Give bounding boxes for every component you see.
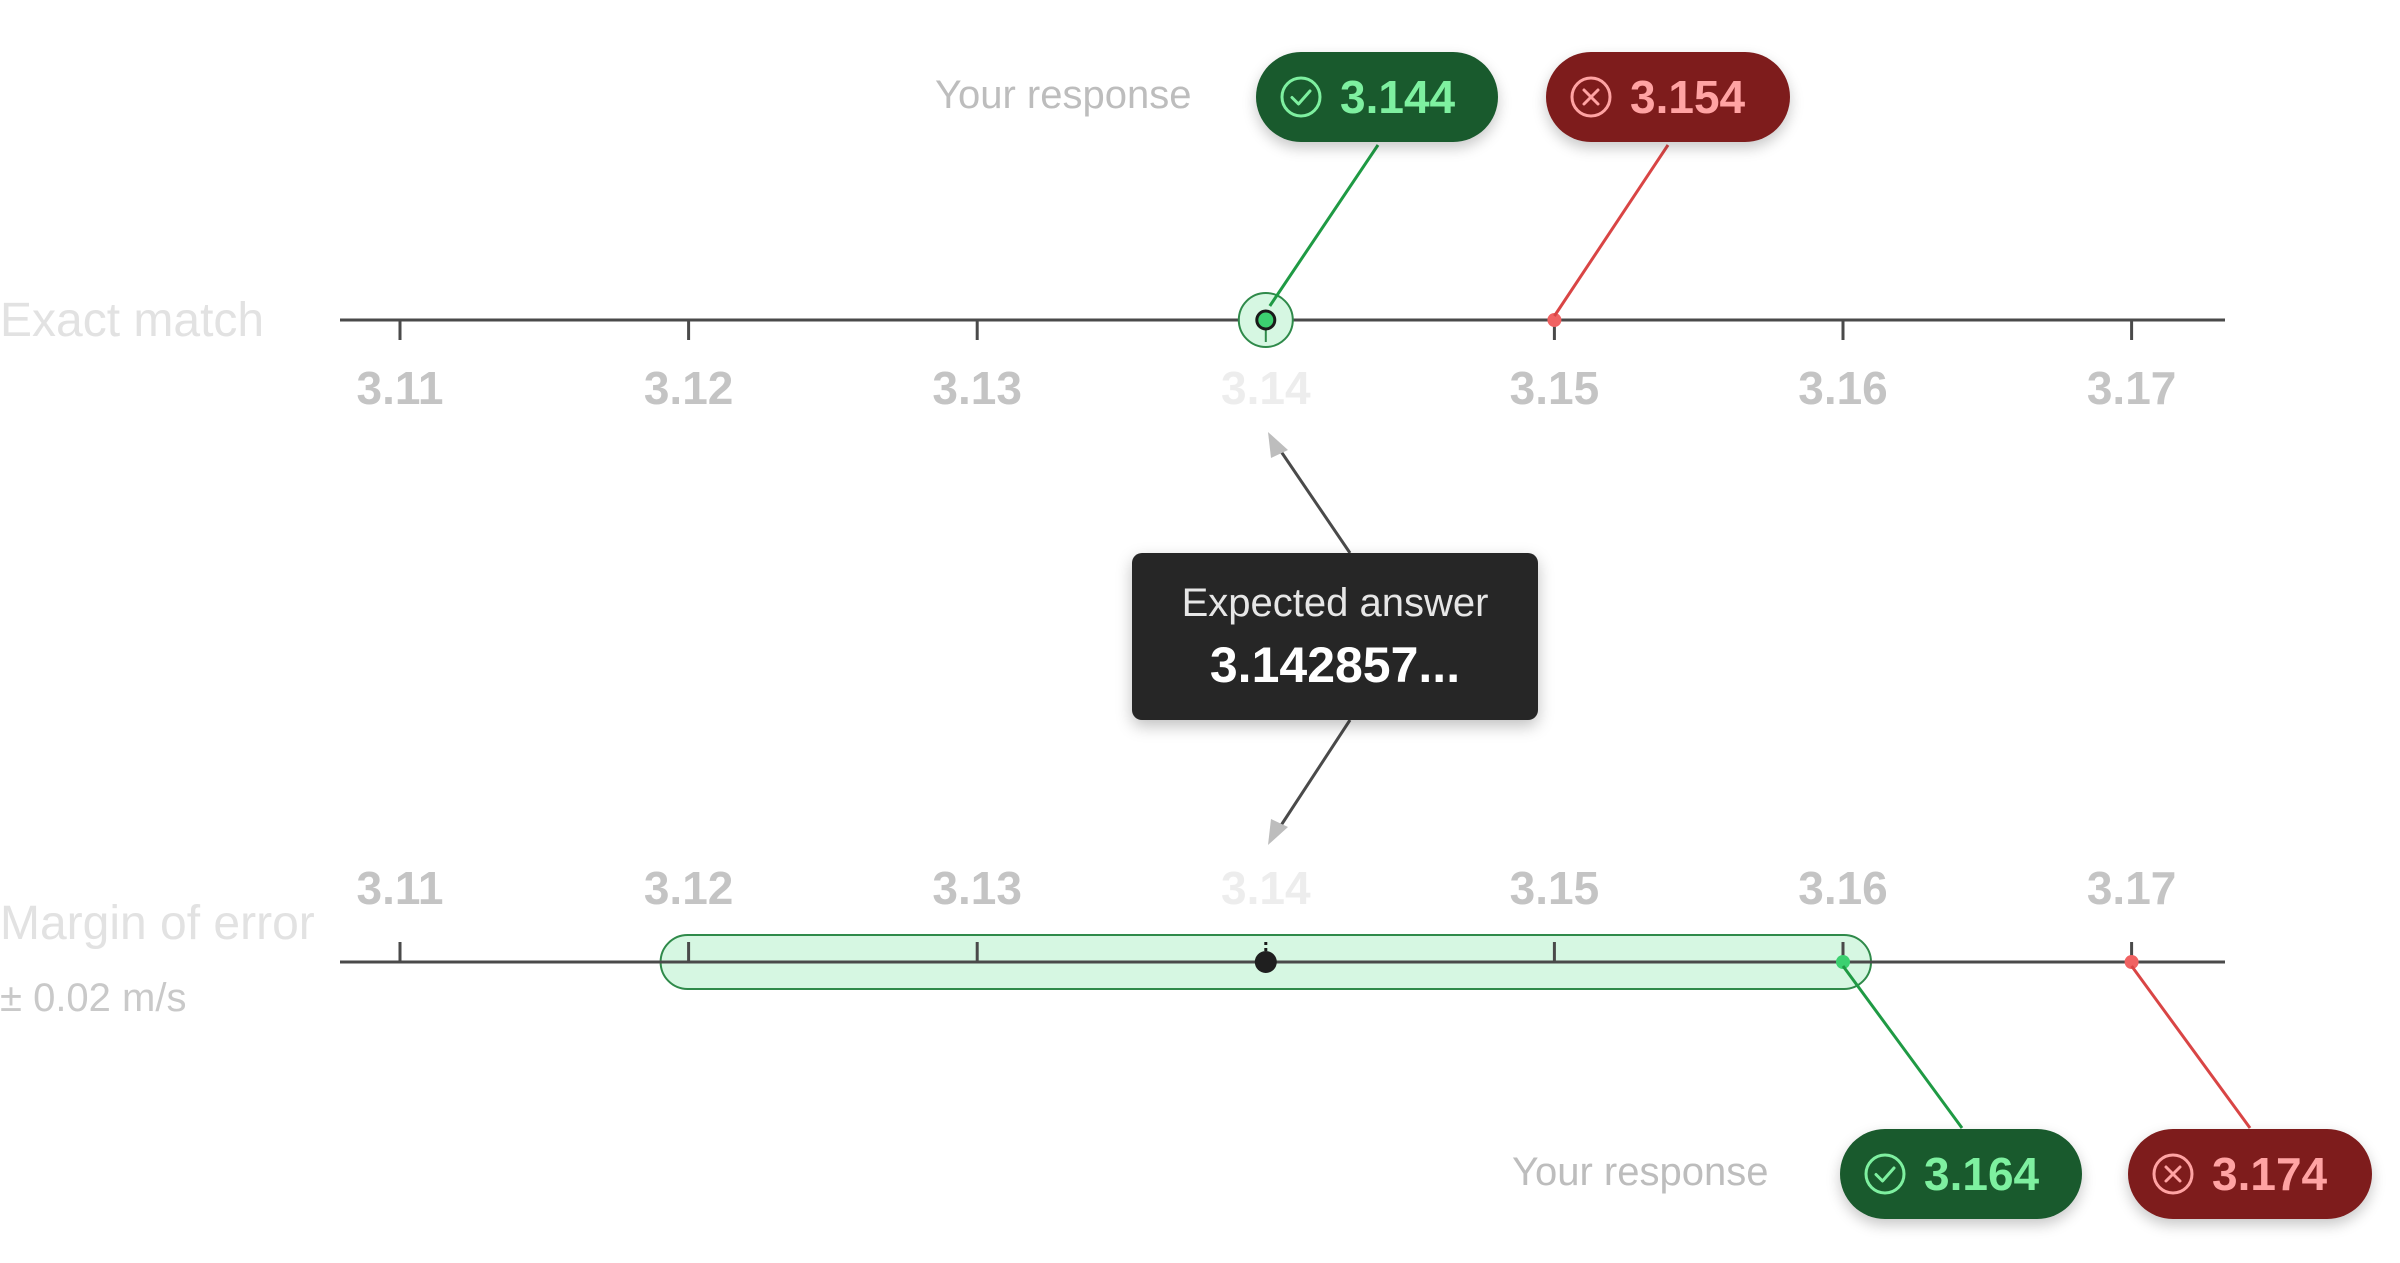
incorrect-response-value-top: 3.154 (1630, 71, 1746, 123)
incorrect-response-pill-top: 3.154 (1546, 52, 1790, 142)
bottom-incorrect-connector (2130, 965, 2252, 1129)
correct-response-value-top: 3.144 (1340, 71, 1456, 123)
top-tick-label: 3.16 (1798, 362, 1888, 414)
x-circle-icon (2152, 1153, 2194, 1195)
correct-response-pill-top: 3.144 (1256, 52, 1498, 142)
bottom-tick-label: 3.15 (1510, 862, 1600, 914)
top-tick-label: 3.14 (1221, 362, 1311, 414)
bottom-tick-label: 3.11 (357, 862, 444, 914)
top-tick-label: 3.13 (932, 362, 1022, 414)
bottom-correct-connector (1841, 965, 1964, 1129)
bottom-tick-label: 3.12 (644, 862, 734, 914)
expected-answer-title: Expected answer (1181, 581, 1489, 625)
correct-response-value-bottom: 3.164 (1924, 1148, 2040, 1200)
bottom-incorrect-dot (2124, 955, 2139, 969)
bottom-correct-dot (1836, 955, 1850, 969)
top-correct-connector (1268, 144, 1380, 307)
bottom-tick-label: 3.17 (2087, 862, 2177, 914)
top-tick-label: 3.12 (644, 362, 734, 414)
your-response-label-top: Your response (935, 73, 1192, 117)
incorrect-response-pill-bottom: 3.174 (2128, 1129, 2372, 1219)
bottom-expected-dot (1254, 951, 1277, 973)
top-tick-label: 3.17 (2087, 362, 2177, 414)
bottom-tick-label: 3.16 (1798, 862, 1888, 914)
top-tick-label: 3.11 (357, 362, 444, 414)
top-expected-dot (1255, 309, 1277, 331)
tooltip-arrow-down-line (1276, 719, 1352, 831)
bottom-tick-label: 3.13 (932, 862, 1022, 914)
top-incorrect-dot (1547, 313, 1562, 327)
tooltip-arrow-up-head (1268, 432, 1288, 458)
check-circle-icon (1864, 1153, 1906, 1195)
tooltip-arrow-up-line (1276, 446, 1352, 554)
incorrect-response-value-bottom: 3.174 (2212, 1148, 2328, 1200)
tooltip-arrow-down-head (1268, 819, 1288, 845)
expected-answer-tooltip: Expected answer 3.142857... (1132, 553, 1538, 720)
tolerance-label: ± 0.02 m/s (0, 976, 187, 1020)
expected-answer-value: 3.142857... (1209, 637, 1461, 693)
exact-match-label: Exact match (0, 294, 265, 347)
bottom-tick-label: 3.14 (1221, 862, 1311, 914)
margin-of-error-label: Margin of error (0, 897, 315, 950)
top-incorrect-connector (1553, 144, 1670, 317)
top-tick-label: 3.15 (1510, 362, 1600, 414)
your-response-label-bottom: Your response (1512, 1150, 1769, 1194)
x-circle-icon (1570, 76, 1612, 118)
check-circle-icon (1280, 76, 1322, 118)
correct-response-pill-bottom: 3.164 (1840, 1129, 2082, 1219)
